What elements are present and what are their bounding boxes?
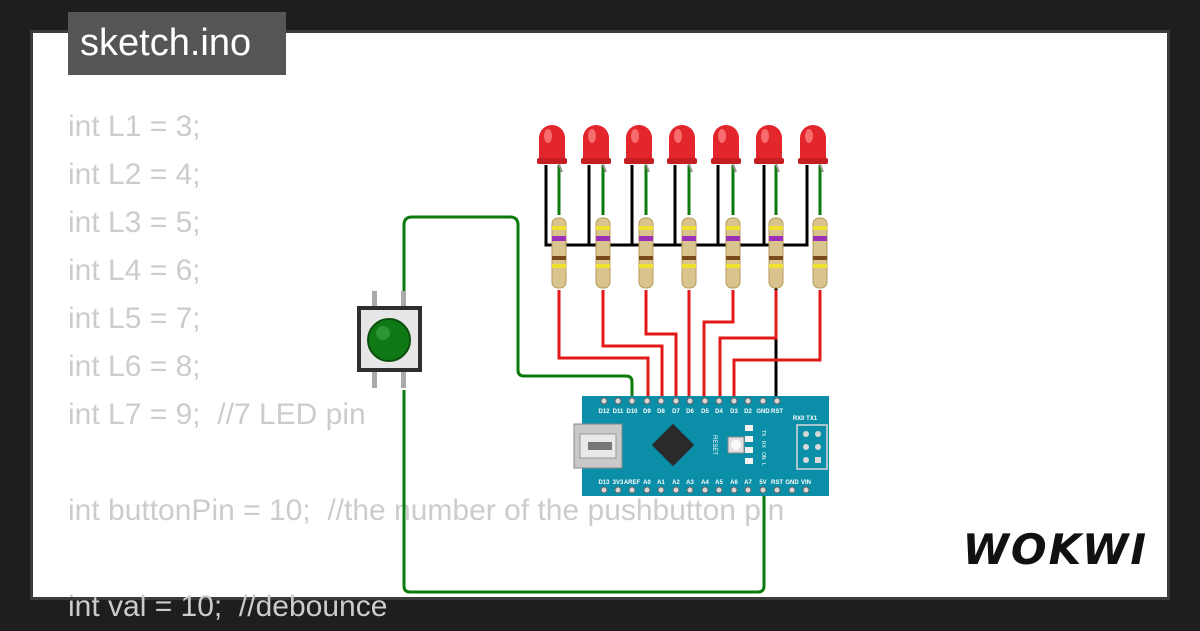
- pin-label: D3: [730, 409, 738, 415]
- pin-label: A4: [701, 480, 709, 486]
- code-line: int L7 = 9; //7 LED pin: [68, 398, 366, 431]
- icsp-header: [796, 424, 828, 470]
- pin-label: A1: [657, 480, 665, 486]
- pin-label: D4: [715, 409, 723, 415]
- pin-label: A5: [715, 480, 723, 486]
- code-line: int L2 = 4;: [68, 158, 201, 191]
- pin-label: D2: [744, 409, 752, 415]
- pin-label: 5V: [759, 480, 766, 486]
- pin-label: D8: [657, 409, 665, 415]
- pin-label: VIN: [801, 480, 811, 486]
- pin-label: D7: [672, 409, 680, 415]
- code-line: int L3 = 5;: [68, 206, 201, 239]
- led-icon: [798, 125, 828, 173]
- code-line: int L4 = 6;: [68, 254, 201, 287]
- pin-label: A6: [730, 480, 738, 486]
- pin-label: D10: [626, 409, 638, 415]
- led-icon: [667, 125, 697, 173]
- button-cap-icon: [367, 318, 411, 362]
- pushbutton[interactable]: [357, 291, 422, 388]
- indicator-label: L: [760, 463, 766, 466]
- green-wires: [402, 165, 822, 594]
- code-line: int L1 = 3;: [68, 110, 201, 143]
- usb-port-icon: [573, 423, 623, 469]
- gnd-bus-wires: [544, 165, 809, 400]
- led-icon: [581, 125, 611, 173]
- indicator-label: ON: [760, 452, 766, 460]
- pin-label: D9: [643, 409, 651, 415]
- indicator-label: TX: [760, 430, 766, 437]
- reset-label: RESET: [711, 435, 717, 455]
- pin-label: GND: [785, 480, 799, 486]
- led-icon: [624, 125, 654, 173]
- pin-label: A3: [686, 480, 694, 486]
- rx-tx-label: RX0 TX1: [793, 416, 818, 422]
- pin-label: 3V3: [613, 480, 624, 486]
- pin-label: RST: [771, 409, 783, 415]
- led-icon: [754, 125, 784, 173]
- led-icon: [537, 125, 567, 173]
- code-line: int buttonPin = 10; //the number of the …: [68, 494, 785, 527]
- code-line: int val = 10; //debounce: [68, 590, 388, 623]
- wokwi-logo: WOKWI: [962, 525, 1148, 574]
- pin-label: D6: [686, 409, 694, 415]
- indicator-leds: TX RX ON L: [745, 425, 766, 466]
- led-icon: [711, 125, 741, 173]
- pin-label: A2: [672, 480, 680, 486]
- reset-button[interactable]: RESET: [711, 435, 745, 455]
- code-editor[interactable]: int L1 = 3; int L2 = 4; int L3 = 5; int L4 …: [68, 103, 784, 631]
- code-line: int L6 = 8;: [68, 350, 201, 383]
- red-wires: [557, 290, 822, 400]
- pin-label: RST: [771, 480, 783, 486]
- pin-label: D11: [613, 409, 624, 415]
- pin-label: D12: [598, 409, 610, 415]
- pin-label: A7: [744, 480, 752, 486]
- code-line: int L5 = 7;: [68, 302, 201, 335]
- led-array[interactable]: [537, 125, 828, 173]
- pin-label: AREF: [624, 480, 641, 486]
- pin-label: GND: [756, 409, 770, 415]
- resistor-array: [551, 217, 828, 289]
- sketch-filename-tab[interactable]: sketch.ino: [68, 12, 286, 75]
- pin-label: A0: [643, 480, 651, 486]
- pin-label: D5: [701, 409, 709, 415]
- indicator-label: RX: [760, 441, 766, 449]
- pin-label: D13: [598, 480, 610, 486]
